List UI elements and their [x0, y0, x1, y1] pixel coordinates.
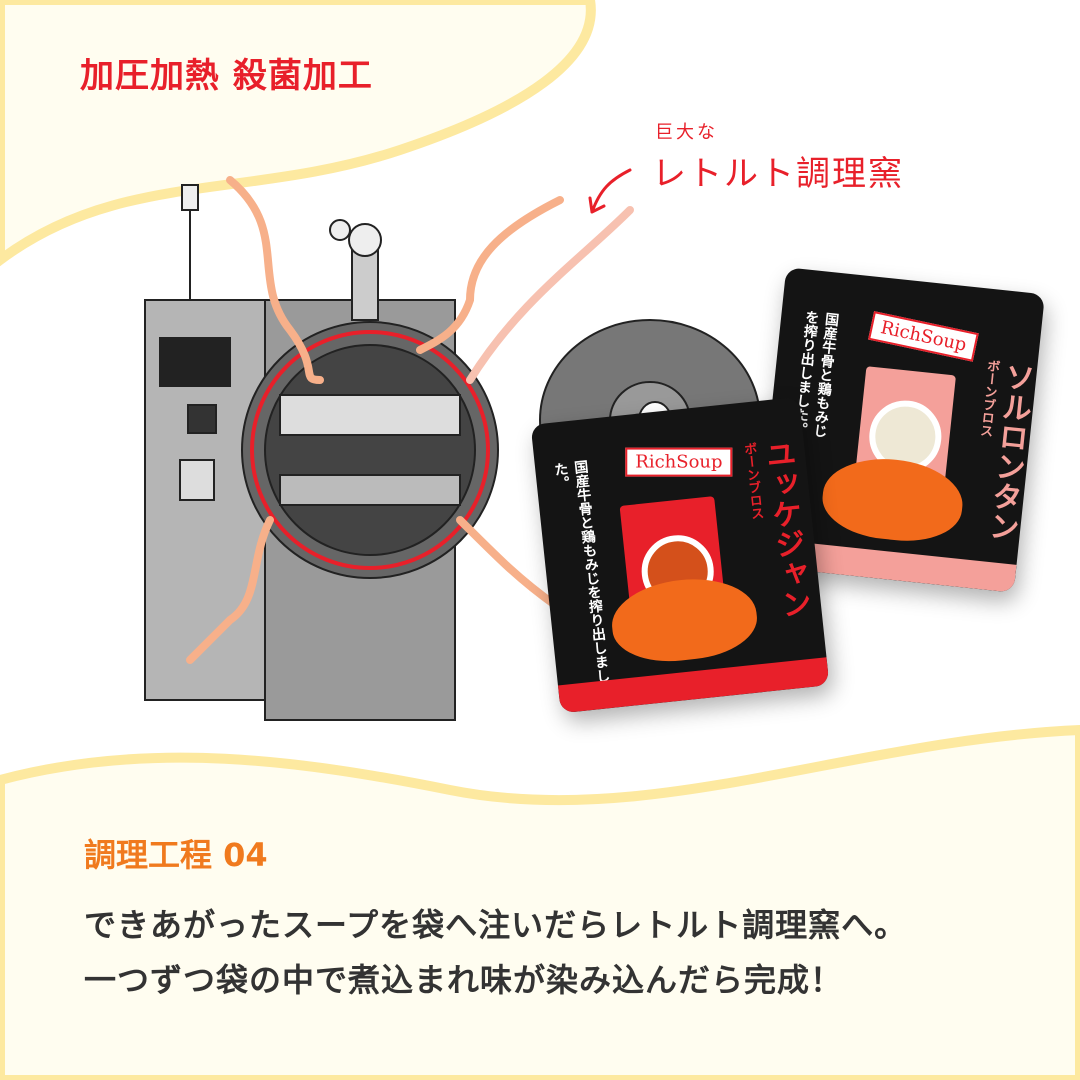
step-label: 調理工程 04: [84, 836, 268, 874]
product-package-yukgaejang: RichSoup 国産牛骨と鶏もみじを搾り出しました。 ボーンブロス ユッケジャ…: [530, 396, 830, 714]
description-line-1: できあがったスープを袋へ注いだらレトルト調理窯へ。: [84, 906, 908, 944]
brand-logo: RichSoup: [868, 311, 980, 362]
product-tagline: 国産牛骨と鶏もみじを搾り出しました。: [551, 459, 611, 684]
description-line-2: 一つずつ袋の中で煮込まれ味が染み込んだら完成！: [84, 961, 844, 999]
bottom-cream-wave: [0, 724, 1080, 1080]
arrow-icon: [588, 168, 632, 214]
annotation-large: レトルト調理窯: [652, 154, 904, 194]
brand-logo: RichSoup: [625, 447, 733, 477]
top-cream-wave: [0, 0, 596, 267]
page-title: 加圧加熱 殺菌加工: [80, 56, 373, 96]
annotation-small: 巨大な: [655, 122, 718, 143]
steam-icon: [186, 176, 634, 664]
